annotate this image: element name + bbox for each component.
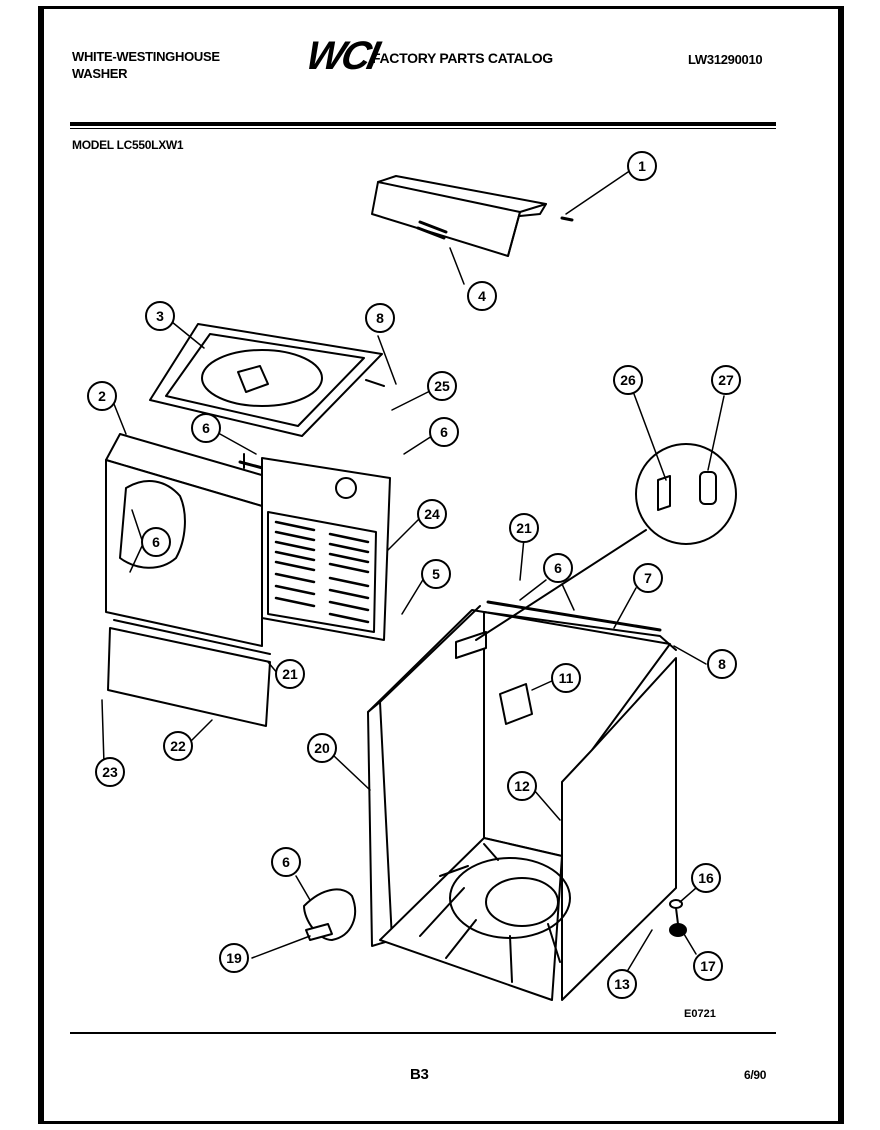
callout-3: 3 <box>156 308 164 324</box>
leveling-foot <box>669 899 687 937</box>
callout-23: 23 <box>102 764 118 780</box>
callout-21-left: 21 <box>282 666 298 682</box>
callout-19: 19 <box>226 950 242 966</box>
callout-6-cabinet: 6 <box>554 560 562 576</box>
catalog-title: FACTORY PARTS CATALOG <box>372 50 553 66</box>
callout-6-hose: 6 <box>282 854 290 870</box>
callout-21-right: 21 <box>516 520 532 536</box>
catalog-part-number: LW31290010 <box>688 52 763 67</box>
detail-circle <box>475 443 737 641</box>
frame-top-border <box>38 6 844 9</box>
callout-11: 11 <box>559 670 574 686</box>
callout-12: 12 <box>514 778 530 794</box>
callout-24: 24 <box>424 506 440 522</box>
callout-17: 17 <box>700 958 716 974</box>
frame-left-border <box>38 6 44 1124</box>
callout-numbers: 1 4 3 8 25 2 6 6 24 5 6 21 23 22 21 6 7 … <box>98 158 734 992</box>
header-rule-thick <box>70 122 776 126</box>
callout-bubbles <box>87 151 741 999</box>
callout-1: 1 <box>638 158 646 174</box>
frame-right-border <box>838 6 844 1124</box>
callout-6-panel: 6 <box>152 534 160 550</box>
callout-6-frame: 6 <box>202 420 210 436</box>
callout-4: 4 <box>478 288 486 304</box>
top-frame <box>149 323 385 437</box>
leader-lines <box>101 171 725 971</box>
model-label: MODEL LC550LXW1 <box>72 138 184 152</box>
frame-bottom-border <box>38 1121 844 1124</box>
callout-26: 26 <box>620 372 636 388</box>
callout-13: 13 <box>614 976 630 992</box>
brand-block: WHITE-WESTINGHOUSE WASHER <box>72 48 220 82</box>
brand-name: WHITE-WESTINGHOUSE <box>72 49 220 64</box>
front-panel <box>105 433 273 647</box>
callout-5: 5 <box>432 566 440 582</box>
figure-id: E0721 <box>684 1008 716 1020</box>
callout-25: 25 <box>434 378 450 394</box>
callout-20: 20 <box>314 740 330 756</box>
footer-rule <box>70 1032 776 1034</box>
lid-assembly <box>371 175 574 257</box>
callout-8-top: 8 <box>376 310 384 326</box>
drain-hose <box>303 888 357 941</box>
callout-8-bottom: 8 <box>718 656 726 672</box>
callout-7: 7 <box>644 570 652 586</box>
callout-27: 27 <box>718 372 734 388</box>
callout-22: 22 <box>170 738 186 754</box>
callout-16: 16 <box>698 870 714 886</box>
catalog-date: 6/90 <box>744 1068 767 1082</box>
back-panel <box>261 457 391 641</box>
vent-slots <box>274 520 370 624</box>
product-type: WASHER <box>72 66 128 81</box>
callout-6-right: 6 <box>440 424 448 440</box>
toe-panel <box>107 619 271 727</box>
callout-2: 2 <box>98 388 106 404</box>
page-number: B3 <box>410 1066 429 1083</box>
header-rule-thin <box>70 128 776 129</box>
